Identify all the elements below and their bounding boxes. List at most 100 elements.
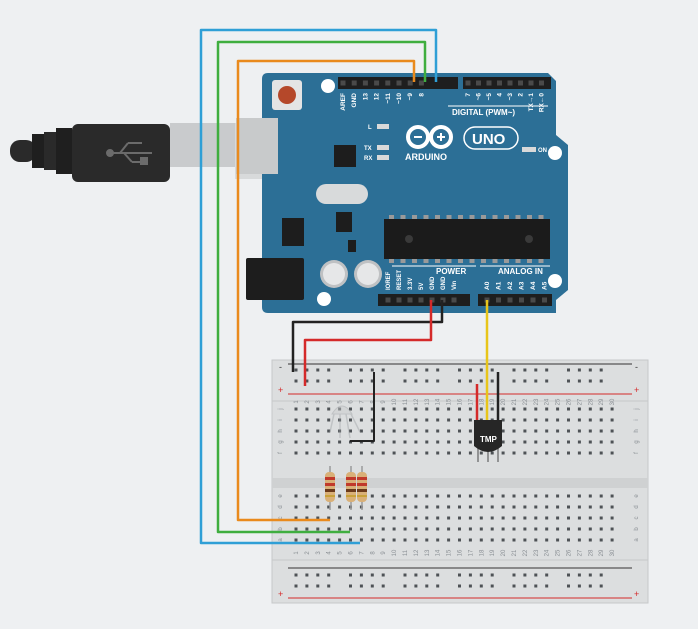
rail-hole[interactable]: [381, 368, 385, 372]
rail-hole[interactable]: [490, 368, 494, 372]
analog-pin-hole[interactable]: [530, 297, 536, 303]
breadboard-hole[interactable]: [305, 429, 309, 433]
breadboard-hole[interactable]: [599, 440, 603, 444]
breadboard-hole[interactable]: [523, 418, 527, 422]
breadboard-hole[interactable]: [610, 527, 614, 531]
rail-hole[interactable]: [294, 584, 298, 588]
breadboard-hole[interactable]: [338, 407, 342, 411]
breadboard-hole[interactable]: [392, 407, 396, 411]
breadboard-hole[interactable]: [414, 429, 418, 433]
breadboard-hole[interactable]: [381, 527, 385, 531]
breadboard-hole[interactable]: [479, 451, 483, 455]
rail-hole[interactable]: [316, 368, 320, 372]
breadboard-hole[interactable]: [523, 516, 527, 520]
breadboard-hole[interactable]: [294, 440, 298, 444]
breadboard-hole[interactable]: [349, 407, 352, 411]
usb-cable[interactable]: [10, 123, 273, 182]
breadboard-hole[interactable]: [338, 440, 342, 444]
breadboard-hole[interactable]: [468, 429, 472, 433]
breadboard-hole[interactable]: [599, 527, 603, 531]
breadboard-hole[interactable]: [610, 494, 614, 498]
rail-hole[interactable]: [305, 573, 309, 577]
breadboard-hole[interactable]: [403, 407, 407, 411]
breadboard-hole[interactable]: [479, 516, 483, 520]
breadboard-hole[interactable]: [316, 538, 320, 542]
breadboard-hole[interactable]: [316, 440, 320, 444]
breadboard-hole[interactable]: [512, 527, 516, 531]
breadboard-hole[interactable]: [392, 538, 396, 542]
breadboard-hole[interactable]: [577, 429, 581, 433]
breadboard-hole[interactable]: [316, 407, 320, 411]
breadboard-hole[interactable]: [370, 494, 374, 498]
breadboard-hole[interactable]: [610, 407, 614, 411]
breadboard-hole[interactable]: [534, 505, 538, 509]
breadboard-hole[interactable]: [294, 451, 298, 455]
rail-hole[interactable]: [436, 573, 440, 577]
breadboard-hole[interactable]: [327, 407, 331, 411]
breadboard-hole[interactable]: [403, 527, 407, 531]
breadboard-hole[interactable]: [567, 407, 570, 411]
breadboard-hole[interactable]: [370, 407, 374, 411]
breadboard-hole[interactable]: [501, 429, 505, 433]
rail-hole[interactable]: [534, 584, 538, 588]
breadboard-hole[interactable]: [588, 516, 592, 520]
breadboard-hole[interactable]: [556, 440, 560, 444]
breadboard-hole[interactable]: [588, 494, 592, 498]
digital-pin-hole[interactable]: [507, 80, 513, 86]
rail-hole[interactable]: [316, 584, 320, 588]
breadboard-hole[interactable]: [305, 451, 309, 455]
breadboard-hole[interactable]: [610, 451, 614, 455]
rail-hole[interactable]: [588, 379, 592, 383]
breadboard-hole[interactable]: [523, 429, 527, 433]
rail-hole[interactable]: [577, 584, 581, 588]
breadboard-hole[interactable]: [479, 538, 483, 542]
rail-hole[interactable]: [414, 584, 418, 588]
resistor-2[interactable]: [346, 466, 356, 510]
breadboard-hole[interactable]: [392, 418, 396, 422]
breadboard-hole[interactable]: [599, 494, 603, 498]
rail-hole[interactable]: [458, 368, 461, 372]
breadboard-hole[interactable]: [349, 516, 352, 520]
digital-pin-hole[interactable]: [362, 80, 368, 86]
rail-hole[interactable]: [414, 368, 418, 372]
rail-hole[interactable]: [523, 584, 527, 588]
breadboard-hole[interactable]: [414, 451, 418, 455]
breadboard-hole[interactable]: [425, 505, 429, 509]
breadboard-hole[interactable]: [577, 538, 581, 542]
breadboard-hole[interactable]: [327, 516, 331, 520]
breadboard-hole[interactable]: [588, 527, 592, 531]
breadboard-hole[interactable]: [381, 407, 385, 411]
breadboard-hole[interactable]: [523, 451, 527, 455]
breadboard-hole[interactable]: [588, 429, 592, 433]
breadboard-hole[interactable]: [370, 538, 374, 542]
breadboard-hole[interactable]: [458, 451, 461, 455]
breadboard-hole[interactable]: [425, 538, 429, 542]
breadboard-hole[interactable]: [327, 538, 331, 542]
breadboard-hole[interactable]: [305, 418, 309, 422]
breadboard-hole[interactable]: [588, 451, 592, 455]
tmp-sensor[interactable]: TMP: [474, 420, 502, 462]
breadboard-hole[interactable]: [381, 516, 385, 520]
analog-pin-hole[interactable]: [519, 297, 524, 303]
breadboard-hole[interactable]: [447, 538, 451, 542]
breadboard-hole[interactable]: [490, 494, 494, 498]
breadboard-hole[interactable]: [294, 418, 298, 422]
breadboard-hole[interactable]: [436, 440, 440, 444]
breadboard-hole[interactable]: [359, 516, 363, 520]
rail-hole[interactable]: [403, 379, 407, 383]
breadboard-hole[interactable]: [458, 505, 461, 509]
breadboard-hole[interactable]: [479, 407, 483, 411]
breadboard-hole[interactable]: [436, 407, 440, 411]
rail-hole[interactable]: [534, 573, 538, 577]
rail-hole[interactable]: [370, 368, 374, 372]
breadboard-hole[interactable]: [610, 538, 614, 542]
breadboard-hole[interactable]: [327, 418, 331, 422]
rail-hole[interactable]: [294, 379, 298, 383]
breadboard-hole[interactable]: [436, 505, 440, 509]
rail-hole[interactable]: [305, 584, 309, 588]
breadboard-hole[interactable]: [403, 418, 407, 422]
breadboard-hole[interactable]: [425, 516, 429, 520]
breadboard-hole[interactable]: [425, 451, 429, 455]
breadboard-hole[interactable]: [338, 429, 342, 433]
breadboard-hole[interactable]: [512, 440, 516, 444]
